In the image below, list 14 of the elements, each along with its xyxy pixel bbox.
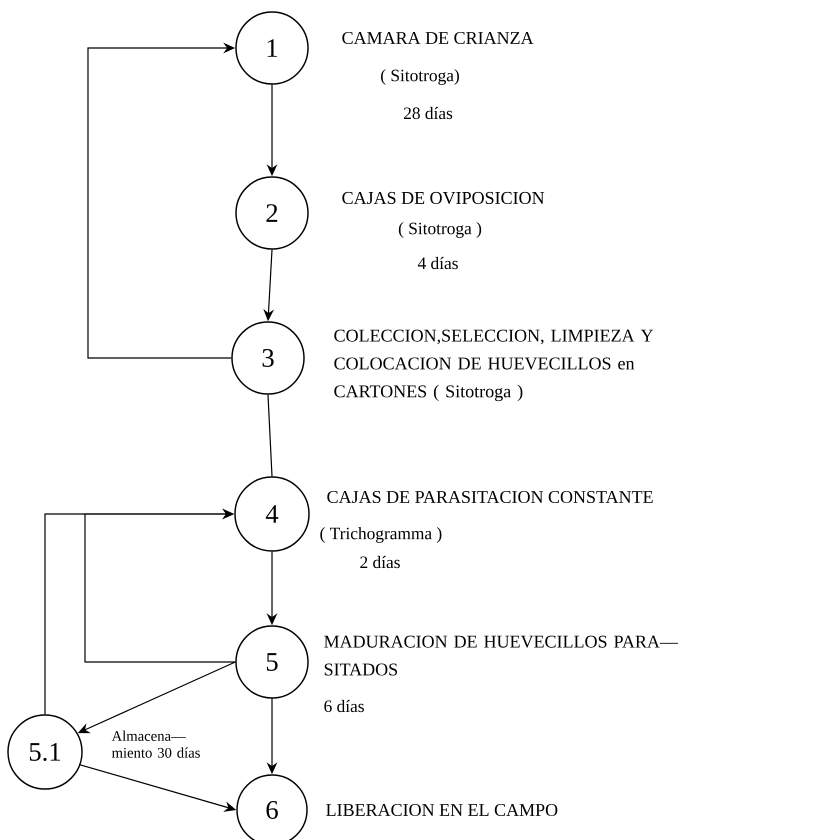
step-description: LIBERACION EN EL CAMPO: [326, 804, 558, 816]
step-description: ( Trichogramma ): [320, 527, 442, 543]
step-description: ( Sitotroga ): [398, 222, 482, 238]
step-description: 4 días: [418, 256, 458, 270]
step-description: CAJAS DE OVIPOSICION: [342, 192, 544, 204]
step-description: 28 días: [404, 106, 452, 120]
step-description: MADURACION DE HUEVECILLOS PARA— SITADOS: [324, 636, 678, 676]
step-description: CAJAS DE PARASITACION CONSTANTE: [327, 490, 653, 504]
step-description: ( Sitotroga): [381, 69, 459, 85]
step-description: CAMARA DE CRIANZA: [342, 32, 534, 44]
step-description: COLECCION,SELECCION, LIMPIEZA Y COLOCACION DE HUEVECILLOS en CARTONES ( Sitotroga ): [334, 330, 654, 402]
step-description: 2 días: [360, 556, 400, 568]
step-description: Almacena— miento 30 días: [112, 730, 200, 758]
step-description: 6 días: [324, 700, 364, 712]
